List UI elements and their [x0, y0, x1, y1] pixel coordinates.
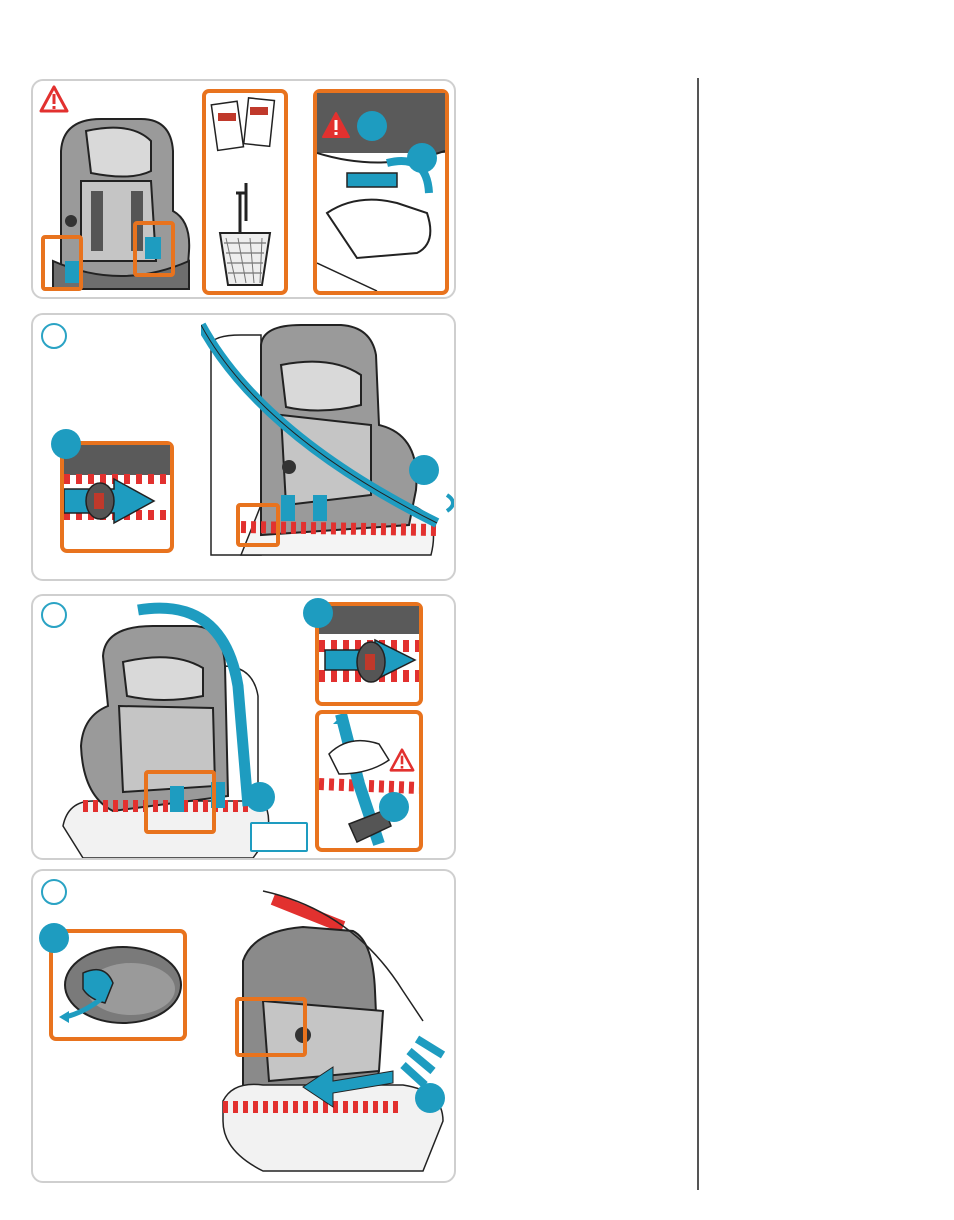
callout-badge	[409, 455, 439, 485]
warning-icon	[39, 85, 69, 113]
callout-badge	[379, 792, 409, 822]
step-circle	[41, 879, 67, 905]
highlight-frame-belt-guide	[236, 503, 280, 547]
instruction-panel-step	[31, 313, 456, 581]
frame-storage-bin	[202, 89, 288, 295]
highlight-frame-left-clip	[41, 235, 83, 291]
warning-icon	[322, 112, 350, 138]
instruction-panel-step	[31, 869, 456, 1183]
callout-badge	[245, 782, 275, 812]
callout-badge	[407, 143, 437, 173]
highlight-frame-right-clip	[133, 221, 175, 277]
car-seat-illustration	[52, 118, 191, 290]
frame-unlock-buckle	[313, 89, 449, 295]
frame-belt-tension-detail	[315, 602, 423, 706]
belt-tension-illustration	[319, 606, 419, 684]
highlight-frame-belt-guide	[144, 770, 216, 834]
belt-guide-illustration	[64, 445, 170, 525]
frame-recline-knob-detail	[49, 929, 187, 1041]
warning-icon	[389, 748, 415, 772]
frame-belt-guide-detail	[60, 441, 174, 553]
highlight-frame-recline-knob	[235, 997, 307, 1057]
recline-knob-illustration	[59, 946, 182, 1024]
instruction-panel-removal	[31, 79, 456, 299]
callout-badge	[51, 429, 81, 459]
step-circle	[41, 602, 67, 628]
callout-badge	[415, 1083, 445, 1113]
page-divider	[697, 78, 699, 1190]
callout-badge	[357, 111, 387, 141]
bin-illustration	[210, 97, 276, 286]
belt-pull-illustration	[319, 714, 419, 846]
label-box	[250, 822, 308, 852]
car-seat-belted-illustration	[201, 322, 454, 556]
callout-badge	[303, 598, 333, 628]
instruction-panel-step	[31, 594, 456, 860]
recline-adjust-illustration	[222, 890, 446, 1172]
frame-belt-pull-detail	[315, 710, 423, 852]
callout-badge	[39, 923, 69, 953]
step-circle	[41, 323, 67, 349]
